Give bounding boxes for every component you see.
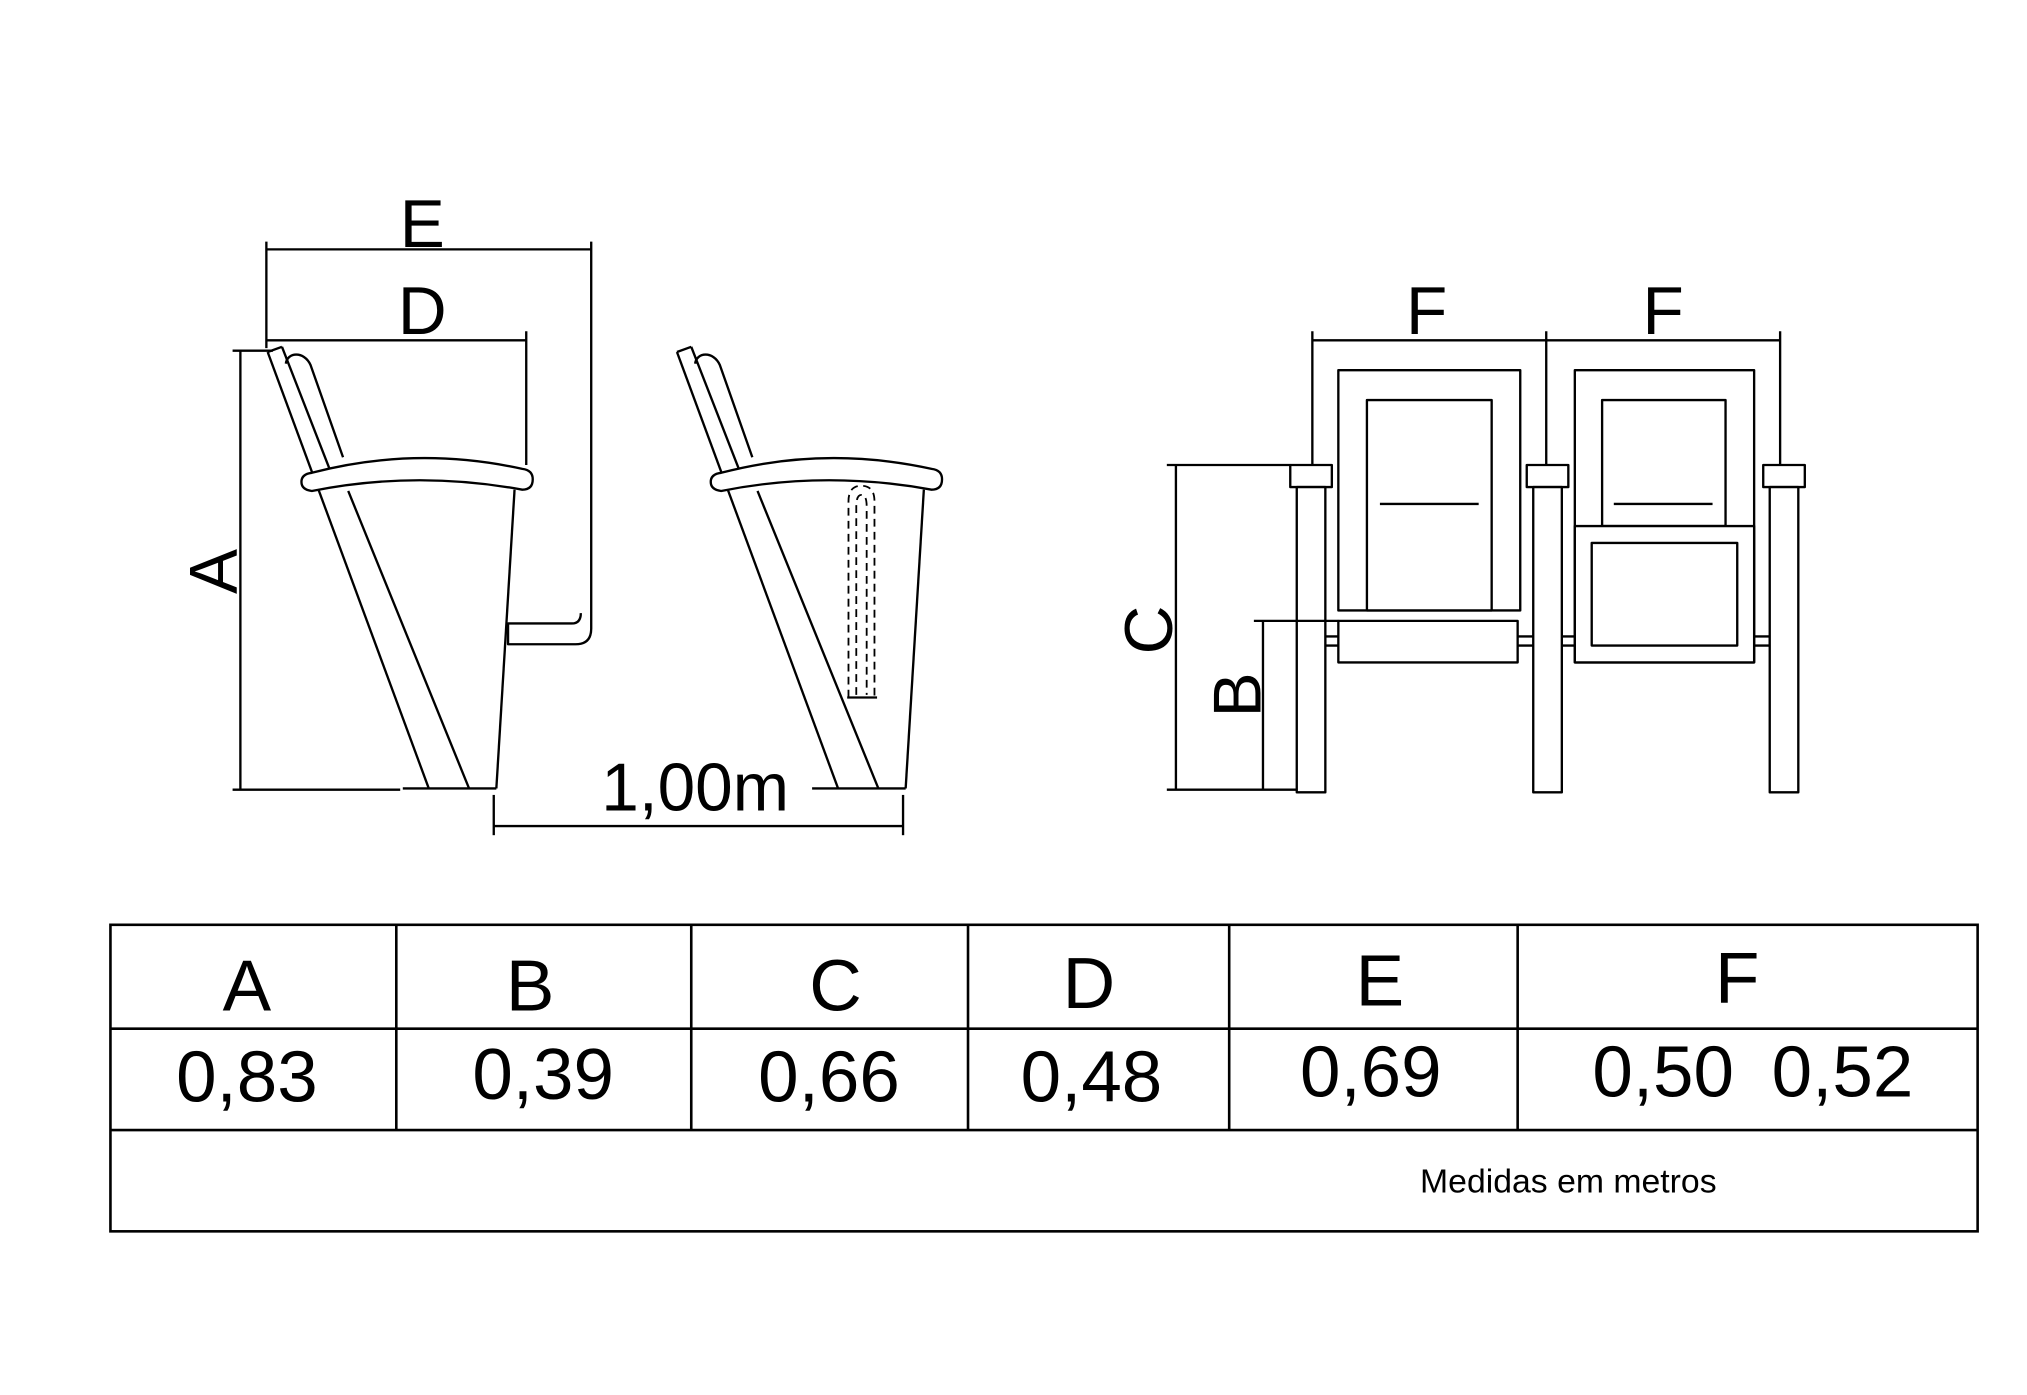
dimension-b: B	[1200, 619, 1339, 790]
seat-flap-and-e-extension	[506, 241, 593, 646]
dim-c-label: C	[1112, 606, 1187, 655]
back-leg-outer-line	[675, 351, 840, 789]
post-cap	[1762, 463, 1806, 489]
side-view-chair-open	[266, 241, 593, 790]
row-spacing-label: 1,00m	[601, 751, 789, 826]
value-f-first: 0,50	[1592, 1031, 1734, 1112]
dimension-a: A	[176, 349, 401, 791]
header-f: F	[1715, 938, 1759, 1019]
seat-left-open	[1337, 369, 1522, 664]
dimensions-table: A B C D E F 0,83 0,39 0,66 0,48 0,69 0,5…	[109, 923, 1979, 1233]
armrest	[709, 456, 944, 493]
seat-support-line	[904, 489, 926, 789]
backrest-cushion	[284, 353, 345, 458]
post-leg	[1768, 485, 1800, 794]
table-value-row: 0,83 0,39 0,66 0,48 0,69 0,50 0,52	[176, 1031, 1913, 1117]
table-header-row: A B C D E F	[223, 938, 1760, 1027]
value-e: 0,69	[1300, 1031, 1442, 1112]
post-leg	[1295, 485, 1327, 794]
header-e: E	[1356, 940, 1405, 1021]
table-border	[109, 923, 1979, 1233]
header-a: A	[223, 946, 272, 1027]
value-d: 0,48	[1021, 1036, 1163, 1117]
folded-seat-inner-outline	[855, 493, 868, 695]
dim-e-label: E	[400, 187, 445, 262]
post-cap	[1289, 463, 1334, 489]
header-b: B	[506, 946, 555, 1027]
post-right	[1762, 463, 1806, 794]
backrest-top-cap	[676, 345, 692, 354]
dimension-f: F F	[1311, 274, 1782, 465]
post-middle	[1525, 463, 1570, 794]
seat-pan-cushion	[1590, 541, 1739, 647]
post-left	[1289, 463, 1334, 794]
backrest-cushion	[1600, 398, 1727, 528]
post-leg	[1532, 485, 1563, 794]
back-leg-inner-line	[756, 490, 880, 789]
backrest-strip-line	[280, 346, 332, 471]
backrest-strip-line	[690, 346, 741, 471]
seat-pan-lowered	[1337, 619, 1519, 664]
dim-f-right-label: F	[1643, 274, 1684, 349]
armrest	[300, 456, 534, 493]
header-c: C	[809, 946, 862, 1027]
dim-b-label: B	[1200, 672, 1275, 717]
back-leg-inner-line	[347, 490, 471, 789]
value-f-second: 0,52	[1772, 1031, 1914, 1112]
dimension-d: D	[266, 274, 528, 465]
dim-d-label: D	[398, 274, 447, 349]
value-c: 0,66	[758, 1036, 900, 1117]
header-d: D	[1063, 943, 1116, 1024]
dimension-c: C	[1112, 463, 1297, 791]
value-a: 0,83	[176, 1036, 318, 1117]
dim-f-left-label: F	[1406, 274, 1447, 349]
dimension-row-spacing: 1,00m	[492, 751, 905, 836]
seat-support-line	[495, 489, 516, 789]
front-view-seat-pair	[1289, 369, 1806, 794]
post-cap	[1525, 463, 1570, 489]
side-view-chair-folded	[675, 345, 944, 790]
seat-right-folded	[1573, 369, 1756, 664]
backrest-cushion	[693, 353, 754, 458]
dimension-e: E	[265, 187, 592, 349]
backrest-cushion	[1365, 398, 1493, 612]
back-leg-outer-line	[266, 351, 430, 789]
folded-seat-outline	[847, 484, 876, 698]
value-b: 0,39	[472, 1034, 614, 1115]
units-footnote: Medidas em metros	[1420, 1162, 1717, 1200]
dim-a-label: A	[176, 549, 251, 594]
